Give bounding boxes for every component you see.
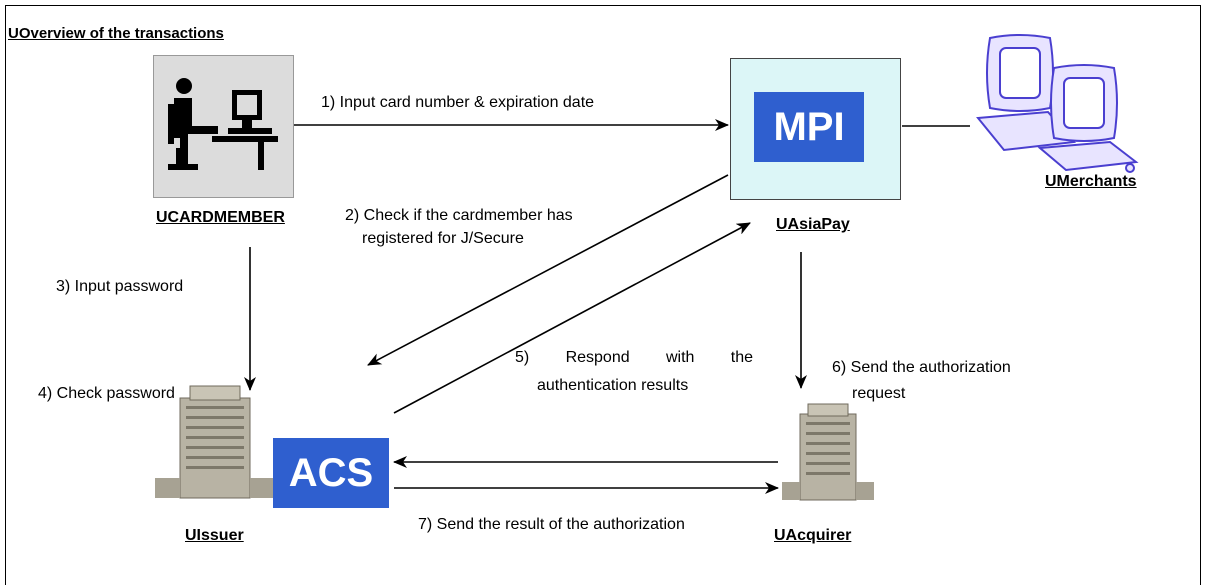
step-3-label: 3) Input password bbox=[56, 278, 184, 295]
merchant-computers-icon bbox=[976, 34, 1139, 173]
mpi-label: MPI bbox=[754, 92, 864, 162]
step-6-label-line2: request bbox=[852, 385, 906, 402]
acs-label: ACS bbox=[273, 438, 389, 508]
step-5-label-line1: 5) Respond with the bbox=[515, 349, 753, 366]
diagram-title: UOverview of the transactions bbox=[8, 25, 224, 42]
arrow-step-5 bbox=[393, 222, 751, 414]
step-7-label: 7) Send the result of the authorization bbox=[418, 516, 685, 533]
issuer-label: UIssuer bbox=[185, 527, 244, 544]
merchants-label: UMerchants bbox=[1045, 173, 1137, 190]
person-at-computer-icon bbox=[168, 78, 278, 170]
acquirer-label: UAcquirer bbox=[774, 527, 852, 544]
cardmember-icon-box bbox=[153, 55, 294, 198]
step-2-label-line1: 2) Check if the cardmember has bbox=[345, 207, 573, 224]
step-5-label-line2: authentication results bbox=[537, 377, 689, 394]
step-6-label-line1: 6) Send the authorization bbox=[832, 359, 1011, 376]
issuer-building-icon bbox=[155, 385, 275, 499]
arrow-step-2 bbox=[367, 174, 729, 366]
step-2-label-line2: registered for J/Secure bbox=[362, 230, 524, 247]
step-4-label: 4) Check password bbox=[38, 385, 175, 402]
cardmember-label: UCARDMEMBER bbox=[156, 209, 285, 226]
diagram-frame bbox=[5, 5, 1201, 585]
acquirer-building-icon bbox=[782, 403, 874, 501]
step-1-label: 1) Input card number & expiration date bbox=[321, 94, 595, 111]
asiapay-label: UAsiaPay bbox=[776, 216, 850, 233]
